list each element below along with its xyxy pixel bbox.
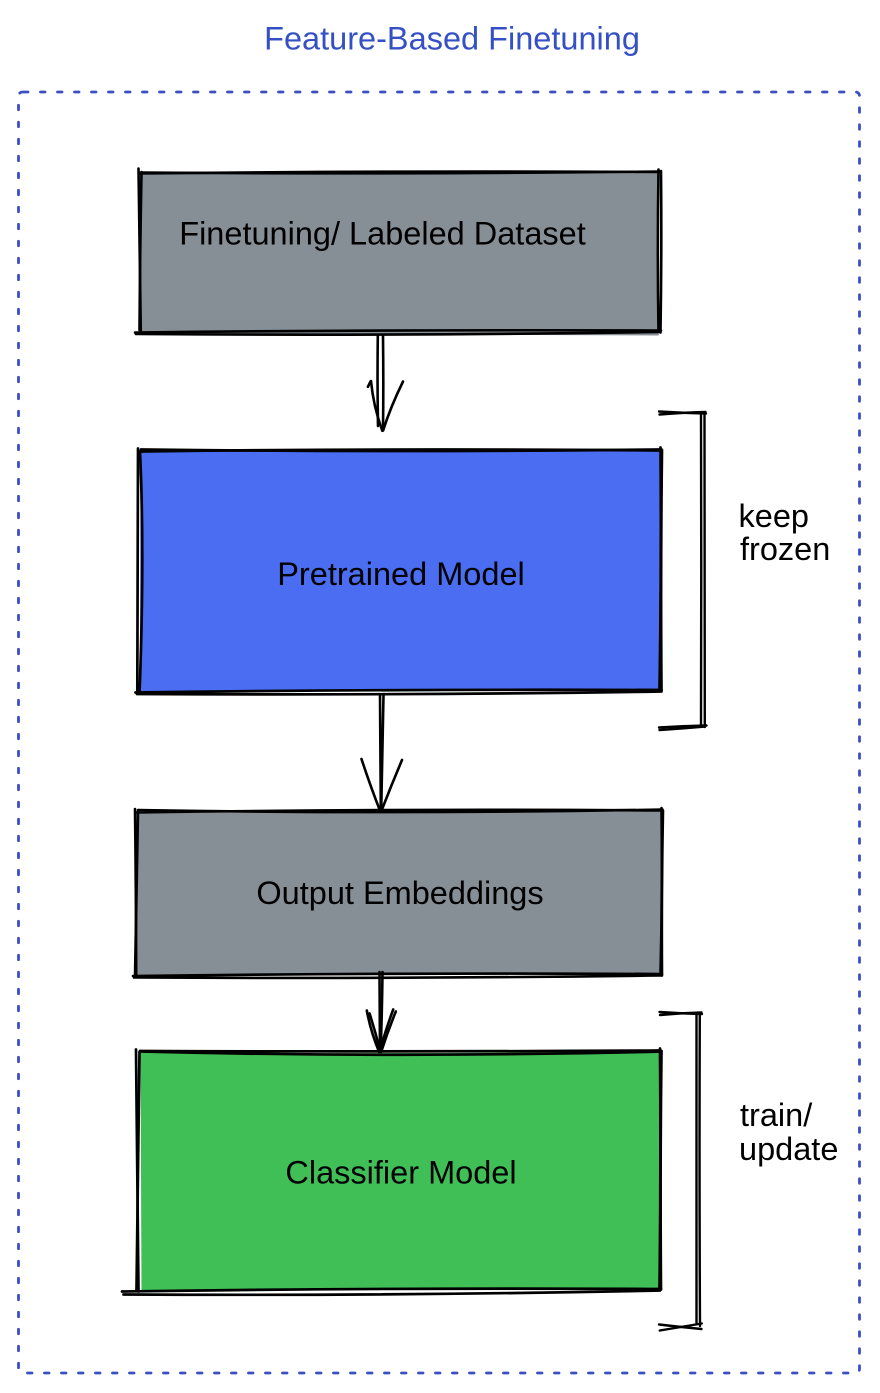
svg-text:Classifier Model: Classifier Model (285, 1155, 516, 1191)
svg-text:Finetuning/ Labeled Dataset: Finetuning/ Labeled Dataset (179, 216, 586, 252)
svg-text:Pretrained Model: Pretrained Model (277, 556, 525, 592)
svg-text:frozen: frozen (740, 531, 830, 567)
svg-text:Feature-Based Finetuning: Feature-Based Finetuning (264, 21, 640, 57)
svg-text:train/: train/ (740, 1097, 813, 1133)
svg-text:Output Embeddings: Output Embeddings (256, 875, 543, 911)
svg-text:keep: keep (739, 498, 809, 534)
svg-text:update: update (739, 1131, 838, 1167)
